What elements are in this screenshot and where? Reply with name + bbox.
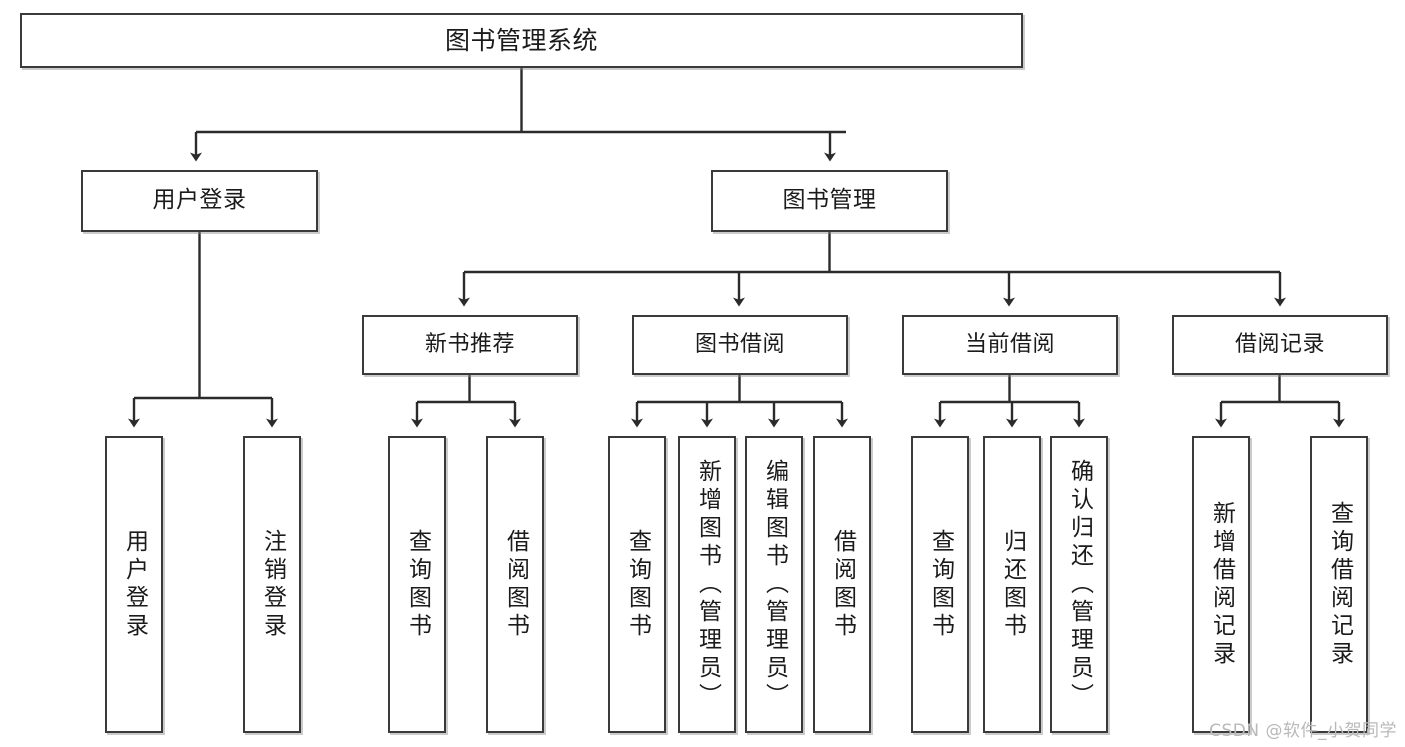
node-leaf-borrow-book-1[interactable]: 借阅图书 bbox=[486, 436, 544, 733]
node-label: 查询借阅记录 bbox=[1326, 500, 1353, 669]
node-label: 用户登录 bbox=[121, 528, 148, 641]
node-label: 借阅图书 bbox=[502, 528, 529, 641]
node-book-manage[interactable]: 图书管理 bbox=[711, 170, 948, 232]
node-leaf-add-book-admin[interactable]: 新增图书（管理员） bbox=[678, 436, 736, 733]
node-label: 用户登录 bbox=[152, 187, 247, 214]
node-leaf-user-login[interactable]: 用户登录 bbox=[105, 436, 163, 733]
node-book-borrow[interactable]: 图书借阅 bbox=[632, 315, 848, 375]
node-label: 归还图书 bbox=[999, 528, 1026, 641]
node-leaf-query-borrow-record[interactable]: 查询借阅记录 bbox=[1310, 436, 1368, 733]
node-label: 图书管理系统 bbox=[444, 25, 598, 55]
node-label: 查询图书 bbox=[624, 528, 651, 641]
node-leaf-borrow-book-2[interactable]: 借阅图书 bbox=[813, 436, 871, 733]
node-leaf-logout[interactable]: 注销登录 bbox=[243, 436, 301, 733]
node-label: 图书管理 bbox=[782, 187, 877, 214]
node-current-borrow[interactable]: 当前借阅 bbox=[902, 315, 1118, 375]
node-new-book-recommend[interactable]: 新书推荐 bbox=[362, 315, 578, 375]
node-leaf-return-book[interactable]: 归还图书 bbox=[983, 436, 1041, 733]
node-leaf-query-book-2[interactable]: 查询图书 bbox=[608, 436, 666, 733]
node-label: 借阅图书 bbox=[829, 528, 856, 641]
node-leaf-query-book-3[interactable]: 查询图书 bbox=[911, 436, 969, 733]
node-label: 注销登录 bbox=[259, 528, 286, 641]
node-label: 借阅记录 bbox=[1234, 331, 1325, 357]
node-label: 新增借阅记录 bbox=[1208, 500, 1235, 669]
node-leaf-query-book-1[interactable]: 查询图书 bbox=[388, 436, 446, 733]
node-label: 新增图书（管理员） bbox=[694, 458, 721, 711]
node-user-login[interactable]: 用户登录 bbox=[81, 170, 318, 232]
node-leaf-confirm-return-admin[interactable]: 确认归还（管理员） bbox=[1050, 436, 1108, 733]
node-label: 确认归还（管理员） bbox=[1066, 458, 1093, 711]
node-root-system[interactable]: 图书管理系统 bbox=[20, 13, 1023, 68]
node-label: 编辑图书（管理员） bbox=[761, 458, 788, 711]
node-borrow-record[interactable]: 借阅记录 bbox=[1172, 315, 1388, 375]
csdn-watermark: CSDN @软件_小贺同学 bbox=[1209, 721, 1397, 741]
node-leaf-edit-book-admin[interactable]: 编辑图书（管理员） bbox=[745, 436, 803, 733]
node-label: 查询图书 bbox=[404, 528, 431, 641]
node-label: 图书借阅 bbox=[694, 331, 785, 357]
node-label: 新书推荐 bbox=[424, 331, 515, 357]
node-label: 当前借阅 bbox=[964, 331, 1055, 357]
node-label: 查询图书 bbox=[927, 528, 954, 641]
node-leaf-add-borrow-record[interactable]: 新增借阅记录 bbox=[1192, 436, 1250, 733]
